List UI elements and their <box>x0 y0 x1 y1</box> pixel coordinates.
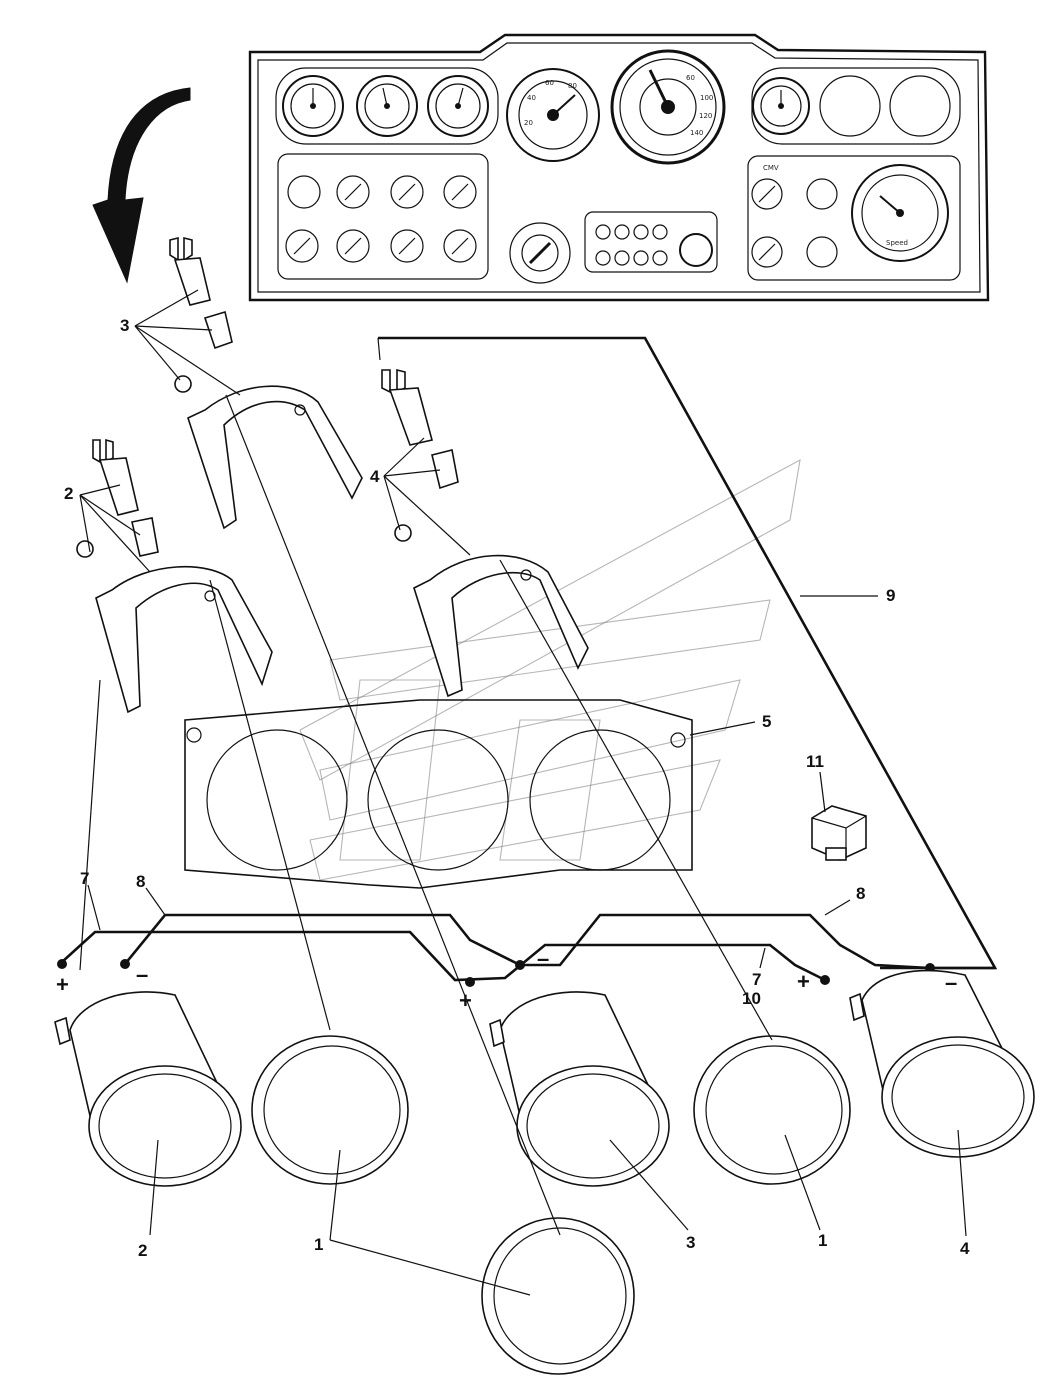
callout-5: 5 <box>762 712 771 731</box>
gauge-1-bezel-left <box>251 1035 409 1185</box>
cmv-label: CMV <box>763 164 779 172</box>
callout-7-right: 7 <box>752 970 761 989</box>
tach-label-60: 60 <box>545 79 554 87</box>
gauge-1-bezel-right <box>693 1035 851 1185</box>
callout-3-bottom: 3 <box>686 1233 695 1252</box>
gauge-1-bezel-bottom <box>481 1217 635 1375</box>
callout-7-left: 7 <box>80 869 89 888</box>
callout-11: 11 <box>806 752 824 771</box>
callout-8-right: 8 <box>856 884 865 903</box>
small-gauge-3 <box>427 75 489 137</box>
ignition-switch <box>509 222 571 284</box>
plus-sign-right: + <box>797 969 810 994</box>
callout-9: 9 <box>886 586 895 605</box>
bulb-holder-group-3 <box>169 236 233 393</box>
u-bracket-top <box>187 385 363 530</box>
callout-8-left: 8 <box>136 872 145 891</box>
plus-sign-mid: + <box>459 988 472 1013</box>
tachometer: 20 40 60 80 <box>506 68 600 162</box>
tach-label-80: 80 <box>568 82 577 90</box>
bulb-holder-group-2 <box>76 438 159 558</box>
polarity-signs: + – + – + – <box>56 946 957 1013</box>
callout-3-top: 3 <box>120 316 129 335</box>
callout-4-bottom: 4 <box>960 1239 970 1258</box>
minus-sign-mid: – <box>537 946 549 971</box>
gauge-mounting-plate <box>184 699 693 889</box>
tach-label-20: 20 <box>524 119 533 127</box>
blank-gauge-slot-1 <box>819 75 881 137</box>
callout-1-left: 1 <box>314 1235 323 1254</box>
switch-bank-left <box>285 175 477 263</box>
leader-lines <box>79 289 967 1296</box>
part-9-outline <box>378 336 998 970</box>
switch-bank-right <box>751 178 838 268</box>
bulb-holder-group-4 <box>381 368 459 542</box>
instrument-panel: 20 40 60 80 60 100 120 140 <box>248 33 990 302</box>
tach-label-40: 40 <box>527 94 536 102</box>
gauge-2-body <box>54 991 242 1187</box>
callout-labels: 3 4 2 9 5 11 7 8 8 7 10 2 1 3 1 4 <box>64 316 970 1260</box>
aux-speed-gauge: Speed <box>851 164 949 262</box>
speedo-label-60: 60 <box>686 74 695 82</box>
warning-lights <box>595 224 713 267</box>
speedo-label-100: 100 <box>700 94 713 102</box>
callout-10: 10 <box>742 989 761 1008</box>
gauge-3-body <box>489 991 670 1187</box>
speed-label: Speed <box>886 239 908 247</box>
small-gauge-2 <box>356 75 418 137</box>
wire-8 <box>123 913 995 970</box>
minus-sign-left: – <box>136 962 148 987</box>
watermark-logo <box>299 458 801 881</box>
wire-7 <box>61 930 826 982</box>
curved-arrow-icon <box>92 87 191 284</box>
callout-4-top: 4 <box>370 467 380 486</box>
wire-harness <box>57 913 995 987</box>
speedo-label-120: 120 <box>699 112 712 120</box>
connector-part-11 <box>811 805 867 861</box>
u-bracket-left <box>95 565 273 714</box>
gauge-4-body <box>849 969 1035 1158</box>
small-gauge-4 <box>752 77 810 135</box>
speedo-label-140: 140 <box>690 129 703 137</box>
small-gauge-1 <box>282 75 344 137</box>
speedometer: 60 100 120 140 <box>610 49 726 165</box>
plus-sign-left: + <box>56 972 69 997</box>
callout-2-bottom: 2 <box>138 1241 147 1260</box>
callout-1-right: 1 <box>818 1231 827 1250</box>
blank-gauge-slot-2 <box>889 75 951 137</box>
u-bracket-right <box>413 554 589 698</box>
callout-2-top: 2 <box>64 484 73 503</box>
minus-sign-right: – <box>945 970 957 995</box>
